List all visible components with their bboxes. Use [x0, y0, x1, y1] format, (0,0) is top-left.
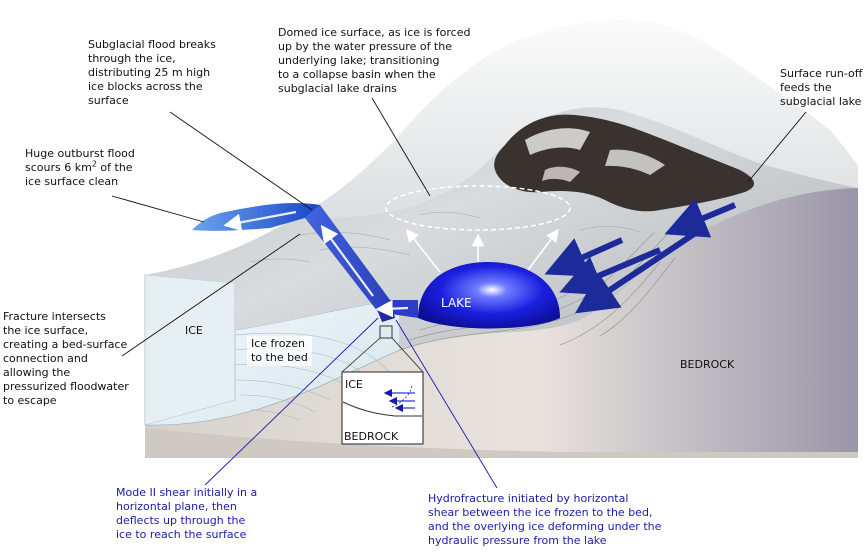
- bedrock-front-face: [145, 188, 858, 458]
- leader-lines: [111, 97, 807, 357]
- annotation-runoff: Surface run-off feeds the subglacial lak…: [780, 67, 863, 108]
- annotation-flood-breaks: Subglacial flood breaks through the ice,…: [88, 38, 216, 107]
- outburst-line-2: scours 6 km2 of the: [25, 159, 133, 174]
- lake-label: LAKE: [441, 296, 472, 310]
- annotation-outburst: Huge outburst flood scours 6 km2 of the …: [25, 147, 155, 189]
- runoff-arrows: [544, 198, 737, 314]
- annotation-fracture: Fracture intersects the ice surface, cre…: [3, 310, 129, 407]
- bedrock-label: BEDROCK: [680, 358, 735, 371]
- inset-detail: [341, 325, 424, 445]
- ice-label: ICE: [185, 324, 203, 337]
- snow-ridge: [300, 20, 858, 218]
- dome-outline: [385, 185, 571, 231]
- annotation-domed-surface: Domed ice surface, as ice is forced up b…: [278, 26, 471, 95]
- inset-bedrock-label: BEDROCK: [344, 430, 399, 443]
- subglacial-lake: [418, 262, 560, 329]
- outburst-line-1: Huge outburst flood: [25, 147, 135, 160]
- annotation-mode2-shear: Mode II shear initially in a horizontal …: [116, 486, 258, 541]
- frozen-to-bed-label: Ice frozen to the bed: [247, 336, 312, 366]
- annotation-hydrofracture: Hydrofracture initiated by horizontal sh…: [428, 492, 662, 547]
- inset-ice-label: ICE: [345, 378, 363, 391]
- outburst-line-3: ice surface clean: [25, 175, 119, 188]
